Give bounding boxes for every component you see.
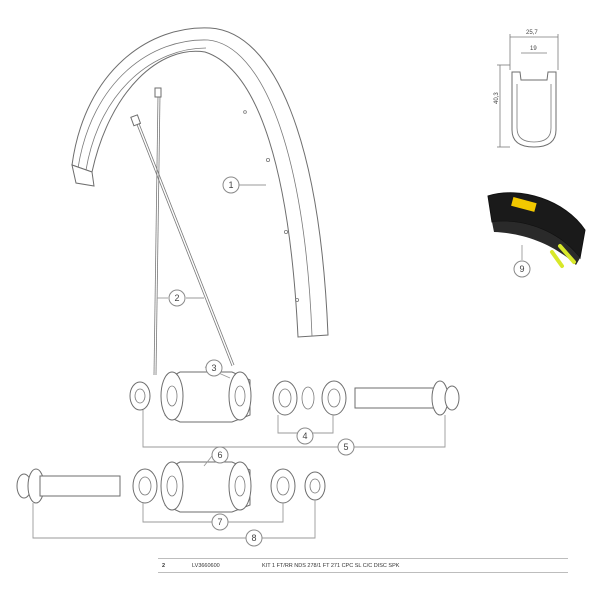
callout-8: 8 [245, 529, 263, 547]
svg-text:4: 4 [302, 431, 307, 441]
rim-inner-width: 19 [530, 46, 537, 52]
part-code: LV3660600 [192, 562, 220, 569]
rim-height: 40,3 [494, 92, 500, 104]
callout-3: 3 [205, 359, 223, 377]
rim-profile: 25,7 19 40,3 [494, 30, 559, 148]
rim [71, 27, 329, 338]
callout-4: 4 [296, 427, 314, 445]
spokes [130, 87, 235, 376]
callout-5: 5 [337, 438, 355, 456]
svg-text:1: 1 [228, 180, 233, 190]
lower-hub-assembly [16, 461, 326, 513]
svg-text:5: 5 [343, 442, 348, 452]
rim-outer-width: 25,7 [526, 30, 538, 36]
callout-7: 7 [211, 513, 229, 531]
svg-text:6: 6 [217, 450, 222, 460]
svg-text:9: 9 [519, 264, 524, 274]
part-description: KIT 1 FT/RR NDS 278/1 FT 271 CPC SL C/C … [262, 562, 400, 569]
part-quantity: 2 [162, 562, 166, 569]
upper-hub-assembly [129, 371, 460, 423]
svg-text:7: 7 [217, 517, 222, 527]
callout-2: 2 [168, 289, 186, 307]
callout-6: 6 [211, 446, 229, 464]
callout-9: 9 [513, 260, 531, 278]
callout-1: 1 [222, 176, 240, 194]
svg-text:2: 2 [174, 293, 179, 303]
svg-text:3: 3 [211, 363, 216, 373]
tire [487, 192, 586, 268]
svg-text:8: 8 [251, 533, 256, 543]
part-table-row: 2 LV3660600 KIT 1 FT/RR NDS 278/1 FT 271… [158, 558, 568, 573]
